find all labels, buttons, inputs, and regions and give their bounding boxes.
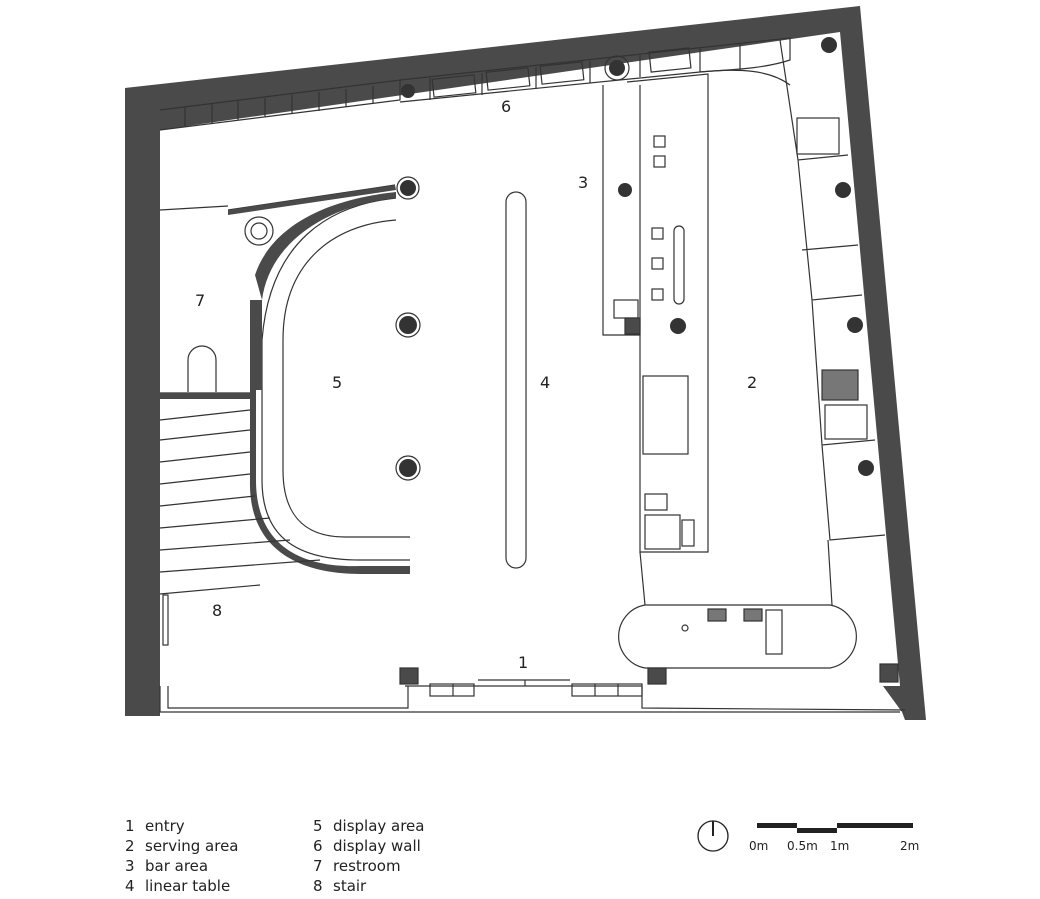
- room-label-entry: 1: [518, 653, 528, 672]
- scale-bar: [757, 823, 913, 833]
- sink: [824, 404, 868, 440]
- scale-tick-label: 2m: [900, 839, 920, 853]
- room-label-linear-table: 4: [540, 373, 550, 392]
- toilet: [187, 345, 217, 392]
- room-label-serving-area: 2: [747, 373, 757, 392]
- stove-grill: [821, 369, 859, 401]
- scale-tick-label: 0m: [749, 839, 769, 853]
- entry-counter: [618, 604, 857, 669]
- serving-counter-right: [779, 39, 886, 541]
- north-arrow-icon: [697, 820, 729, 852]
- room-label-stair: 8: [212, 601, 222, 620]
- restroom-sink: [244, 216, 274, 246]
- exterior-wall: [125, 6, 926, 720]
- room-label-display-area: 5: [332, 373, 342, 392]
- room-label-bar-area: 3: [578, 173, 588, 192]
- entry-facade: [159, 663, 906, 713]
- stair: [159, 409, 321, 646]
- bar-counter: [602, 85, 641, 336]
- room-label-display-wall: 6: [501, 97, 511, 116]
- sink: [796, 117, 840, 155]
- linear-table: [505, 191, 527, 569]
- bar-area-island: [626, 73, 709, 553]
- scale-tick-label: 0.5m: [787, 839, 818, 853]
- column: [399, 37, 874, 477]
- room-label-restroom: 7: [195, 291, 205, 310]
- display-wall-shelves: [159, 37, 791, 131]
- scale-tick-label: 1m: [830, 839, 850, 853]
